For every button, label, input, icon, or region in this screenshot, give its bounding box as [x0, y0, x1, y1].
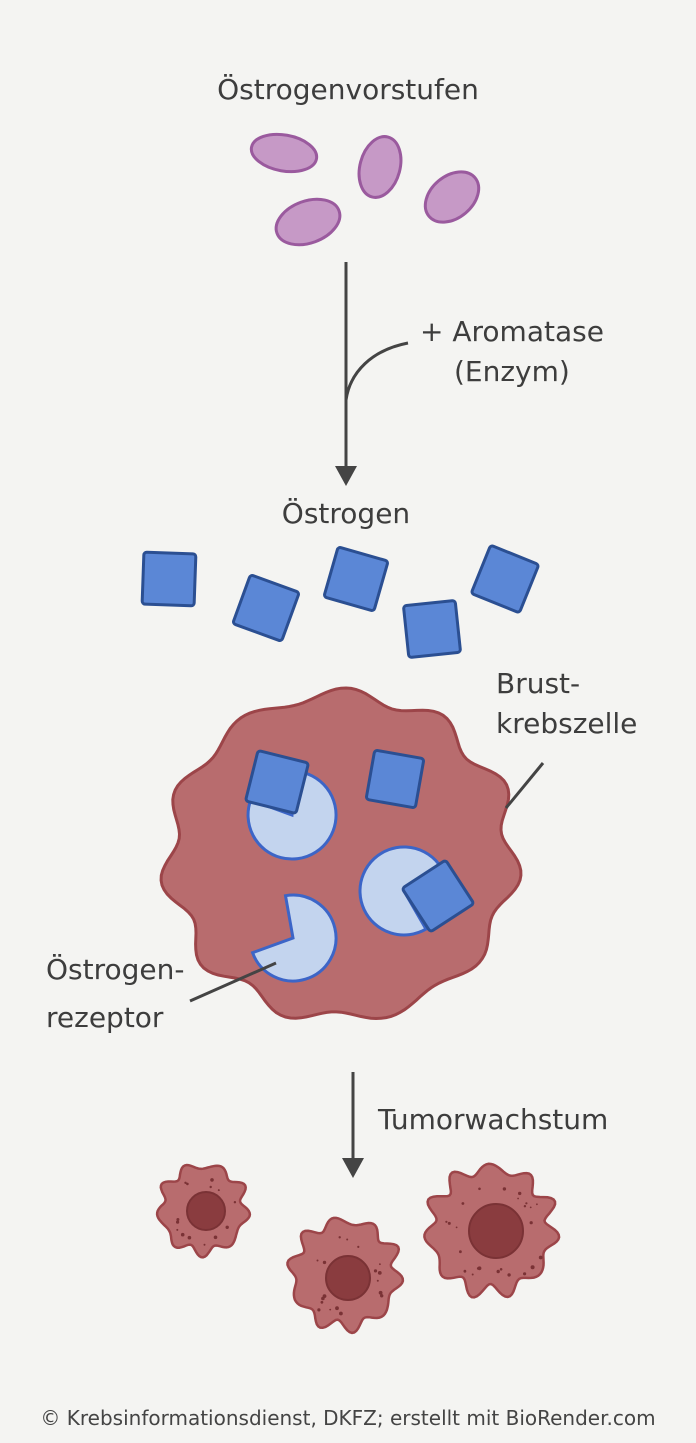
enzyme-label: (Enzym) [454, 355, 570, 388]
precursor-molecule [357, 135, 403, 199]
cytoplasm-granule [335, 1306, 339, 1311]
cytoplasm-granule [471, 1273, 474, 1276]
cytoplasm-granule [176, 1228, 179, 1231]
cancer-cell-label-line2: krebszelle [496, 707, 638, 740]
cytoplasm-granule [176, 1220, 180, 1224]
cytoplasm-granule [523, 1205, 527, 1208]
cytoplasm-granule [322, 1294, 327, 1298]
precursor-label: Östrogenvorstufen [217, 73, 479, 106]
cytoplasm-granule [373, 1269, 378, 1273]
receptor-label-line1: Östrogen- [46, 953, 185, 986]
cytoplasm-granule [329, 1308, 332, 1311]
cytoplasm-granule [176, 1218, 180, 1221]
cytoplasm-granule [346, 1238, 349, 1241]
estrogen-molecules [140, 544, 540, 659]
bound-estrogen [244, 749, 475, 933]
cytoplasm-granule [186, 1182, 189, 1186]
cell-pointer-line [504, 762, 545, 809]
estrogen-receptors [246, 769, 449, 983]
receptor-label-line2: rezeptor [46, 1001, 164, 1034]
cancer-cell-label-line1: Brust- [496, 667, 581, 700]
cytoplasm-granule [477, 1266, 482, 1271]
cytoplasm-granule [502, 1187, 507, 1191]
cytoplasm-granule [317, 1308, 321, 1312]
cytoplasm-granule [320, 1300, 324, 1304]
cytoplasm-granule [233, 1201, 237, 1204]
cytoplasm-granule [184, 1181, 187, 1185]
cytoplasm-granule [447, 1221, 451, 1225]
cytoplasm-granule [377, 1271, 382, 1275]
cytoplasm-granule [525, 1202, 528, 1205]
precursor-molecule [423, 170, 481, 224]
estrogen-molecule [232, 574, 300, 642]
cytoplasm-granule [538, 1255, 543, 1260]
estrogen-molecule [244, 749, 310, 815]
estrogen-molecule [402, 599, 462, 659]
precursor-molecule [274, 197, 342, 247]
cytoplasm-granule [536, 1203, 538, 1206]
cytoplasm-granule [499, 1268, 503, 1271]
cytoplasm-granule [357, 1245, 360, 1248]
cytoplasm-granule [180, 1232, 185, 1237]
cytoplasm-granule [478, 1187, 481, 1191]
estrogen-molecule [401, 859, 475, 933]
cytoplasm-granule [213, 1235, 218, 1240]
cytoplasm-granule [376, 1279, 379, 1282]
cytoplasm-granule [380, 1294, 384, 1298]
cytoplasm-granule [517, 1197, 519, 1200]
cytoplasm-granule [523, 1272, 527, 1276]
receptor-unbound [250, 893, 338, 983]
cytoplasm-granule [445, 1220, 448, 1223]
cytoplasm-granule [316, 1259, 319, 1262]
estrogen-label: Östrogen [281, 497, 411, 530]
tumor-cell [423, 1162, 561, 1299]
cytoplasm-granule [339, 1311, 343, 1316]
receptor-pointer-line [189, 961, 277, 1003]
cytoplasm-granule [203, 1243, 206, 1246]
cytoplasm-granule [378, 1290, 383, 1295]
cytoplasm-granule [529, 1206, 532, 1209]
aromatase-label: + Aromatase [420, 315, 604, 348]
tumor-cell [286, 1216, 405, 1335]
cytoplasm-granule [187, 1235, 192, 1240]
conversion-arrow [335, 262, 409, 486]
cytoplasm-granule [461, 1202, 465, 1205]
cytoplasm-granule [530, 1265, 535, 1270]
estrogen-molecule [365, 749, 425, 809]
cytoplasm-granule [459, 1250, 462, 1254]
cytoplasm-granule [455, 1226, 458, 1229]
cytoplasm-granule [463, 1269, 467, 1273]
cytoplasm-granule [496, 1269, 500, 1274]
cytoplasm-granule [338, 1236, 341, 1239]
tumor-cells [155, 1162, 561, 1335]
estrogen-precursors [249, 132, 481, 247]
breast-cancer-cell [159, 686, 523, 1021]
cytoplasm-granule [225, 1225, 229, 1230]
cytoplasm-granule [518, 1191, 522, 1196]
growth-arrow [342, 1072, 364, 1178]
precursor-molecule [249, 132, 319, 174]
tumor-growth-label: Tumorwachstum [378, 1103, 609, 1136]
cytoplasm-granule [507, 1273, 511, 1277]
cytoplasm-granule [209, 1185, 212, 1189]
receptor-bound [246, 769, 338, 861]
estrogen-molecule [470, 544, 540, 614]
tumor-cell [155, 1163, 252, 1259]
cytoplasm-granule [322, 1260, 327, 1265]
cytoplasm-granule [210, 1178, 214, 1182]
cytoplasm-granule [217, 1189, 220, 1192]
estrogen-molecule [140, 550, 198, 608]
copyright-credit: © Krebsinformationsdienst, DKFZ; erstell… [40, 1406, 656, 1430]
cytoplasm-granule [379, 1263, 381, 1266]
cytoplasm-granule [529, 1221, 533, 1225]
estrogen-molecule [323, 546, 389, 612]
